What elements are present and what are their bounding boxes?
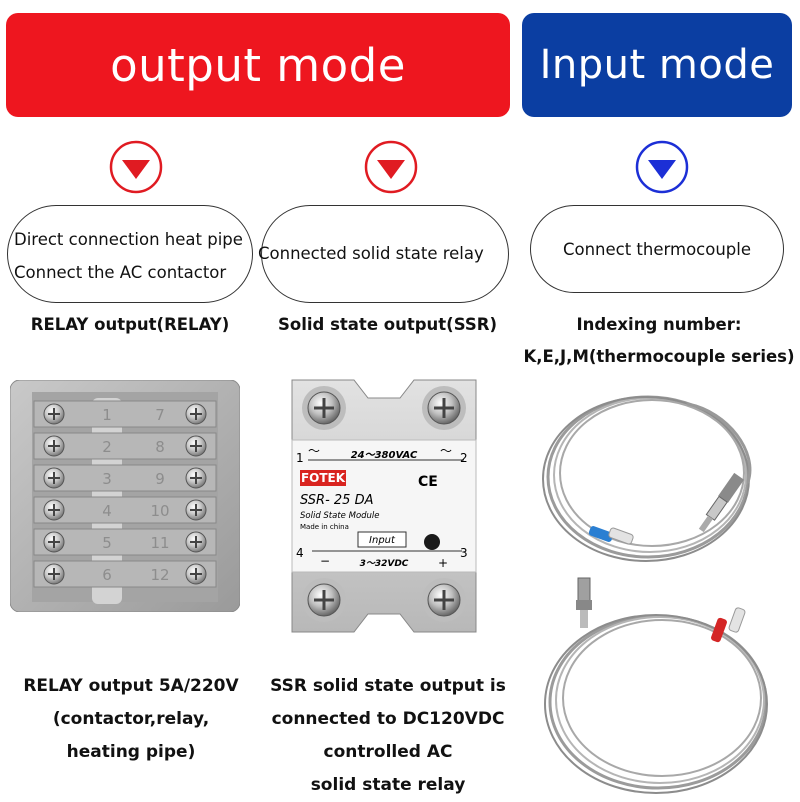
pill-text: Connect thermocouple bbox=[562, 240, 752, 259]
relay-desc-line: (contactor,relay, bbox=[52, 709, 210, 729]
ssr-model: SSR- 25 DA bbox=[300, 493, 373, 508]
output-mode-title: output mode bbox=[110, 38, 406, 92]
pill-text: Direct connection heat pipe bbox=[14, 230, 243, 249]
relay-caption: RELAY output(RELAY) bbox=[30, 315, 230, 334]
ssr-desc-line: solid state relay bbox=[310, 775, 466, 795]
screw-slot bbox=[48, 408, 60, 420]
screw-slot bbox=[190, 536, 202, 548]
ssr-tilde-left: ～ bbox=[308, 444, 320, 458]
ssr-plus: + bbox=[438, 556, 448, 570]
terminal-number-right: 8 bbox=[155, 438, 165, 456]
terminal-number-left: 6 bbox=[102, 566, 112, 584]
ssr-module-label: Solid State Module bbox=[300, 511, 380, 521]
solid-state-relay-image: 1 ～ 2 ～ 24～380VAC FOTEK CE SSR- 25 DA So… bbox=[291, 379, 477, 633]
screw-slot bbox=[190, 472, 202, 484]
ssr-tilde-right: ～ bbox=[440, 444, 452, 458]
screw-slot bbox=[48, 504, 60, 516]
thermocouple-caption-line2: K,E,J,M(thermocouple series) bbox=[523, 347, 795, 366]
ssr-terminal-1: 1 bbox=[296, 451, 304, 465]
thermocouple-image bbox=[542, 395, 768, 794]
ssr-made-in: Made in china bbox=[300, 523, 349, 531]
ssr-output-description: SSR solid state output is connected to D… bbox=[258, 670, 518, 802]
input-mode-title: Input mode bbox=[539, 42, 775, 88]
ssr-minus: − bbox=[320, 554, 330, 568]
ssr-desc-line: controlled AC bbox=[323, 742, 453, 762]
ce-mark: CE bbox=[418, 474, 438, 490]
screw-slot bbox=[190, 440, 202, 452]
chevron-down-circle-icon bbox=[635, 140, 689, 194]
relay-description-pill: Direct connection heat pipe Connect the … bbox=[7, 205, 253, 303]
ssr-caption: Solid state output(SSR) bbox=[278, 315, 497, 334]
chevron-down-circle-icon bbox=[109, 140, 163, 194]
relay-terminal-block-image: 1 7 2 8 3 9 4 10 5 11 6 12 bbox=[10, 380, 240, 612]
ssr-terminal-3: 3 bbox=[460, 546, 468, 560]
terminal-number-right: 9 bbox=[155, 470, 165, 488]
pill-text: Connect the AC contactor bbox=[14, 263, 227, 282]
terminal-number-right: 10 bbox=[150, 502, 169, 520]
terminal-number-right: 7 bbox=[155, 406, 165, 424]
thermocouple-caption-line1: Indexing number: bbox=[576, 315, 742, 334]
terminal-number-right: 12 bbox=[150, 566, 169, 584]
input-mode-banner: Input mode bbox=[522, 13, 792, 117]
ssr-terminal-4: 4 bbox=[296, 546, 304, 560]
terminal-number-right: 11 bbox=[150, 534, 169, 552]
ssr-terminal-2: 2 bbox=[460, 451, 468, 465]
relay-desc-line: RELAY output 5A/220V bbox=[23, 676, 239, 696]
ssr-desc-line: SSR solid state output is bbox=[270, 676, 506, 696]
ssr-input-label: Input bbox=[369, 535, 396, 546]
relay-desc-line: heating pipe) bbox=[66, 742, 196, 762]
output-mode-banner: output mode bbox=[6, 13, 510, 117]
screw-slot bbox=[48, 472, 60, 484]
thermocouple-description-pill: Connect thermocouple bbox=[530, 205, 784, 293]
ssr-description-pill: Connected solid state relay bbox=[258, 205, 509, 303]
ssr-ac-range: 24～380VAC bbox=[351, 450, 418, 461]
relay-output-description: RELAY output 5A/220V (contactor,relay, h… bbox=[0, 670, 262, 769]
screw-slot bbox=[190, 408, 202, 420]
screw-slot bbox=[190, 568, 202, 580]
terminal-number-left: 5 bbox=[102, 534, 112, 552]
ssr-brand-logo: FOTEK bbox=[301, 471, 346, 485]
ssr-dc-range: 3～32VDC bbox=[360, 559, 409, 569]
screw-slot bbox=[48, 536, 60, 548]
screw-slot bbox=[48, 568, 60, 580]
chevron-down-circle-icon bbox=[364, 140, 418, 194]
screw-slot bbox=[48, 440, 60, 452]
pill-text: Connected solid state relay bbox=[258, 244, 484, 263]
terminal-number-left: 1 bbox=[102, 406, 112, 424]
terminal-number-left: 4 bbox=[102, 502, 112, 520]
screw-slot bbox=[190, 504, 202, 516]
ssr-desc-line: connected to DC120VDC bbox=[271, 709, 505, 729]
terminal-number-left: 3 bbox=[102, 470, 112, 488]
terminal-number-left: 2 bbox=[102, 438, 112, 456]
